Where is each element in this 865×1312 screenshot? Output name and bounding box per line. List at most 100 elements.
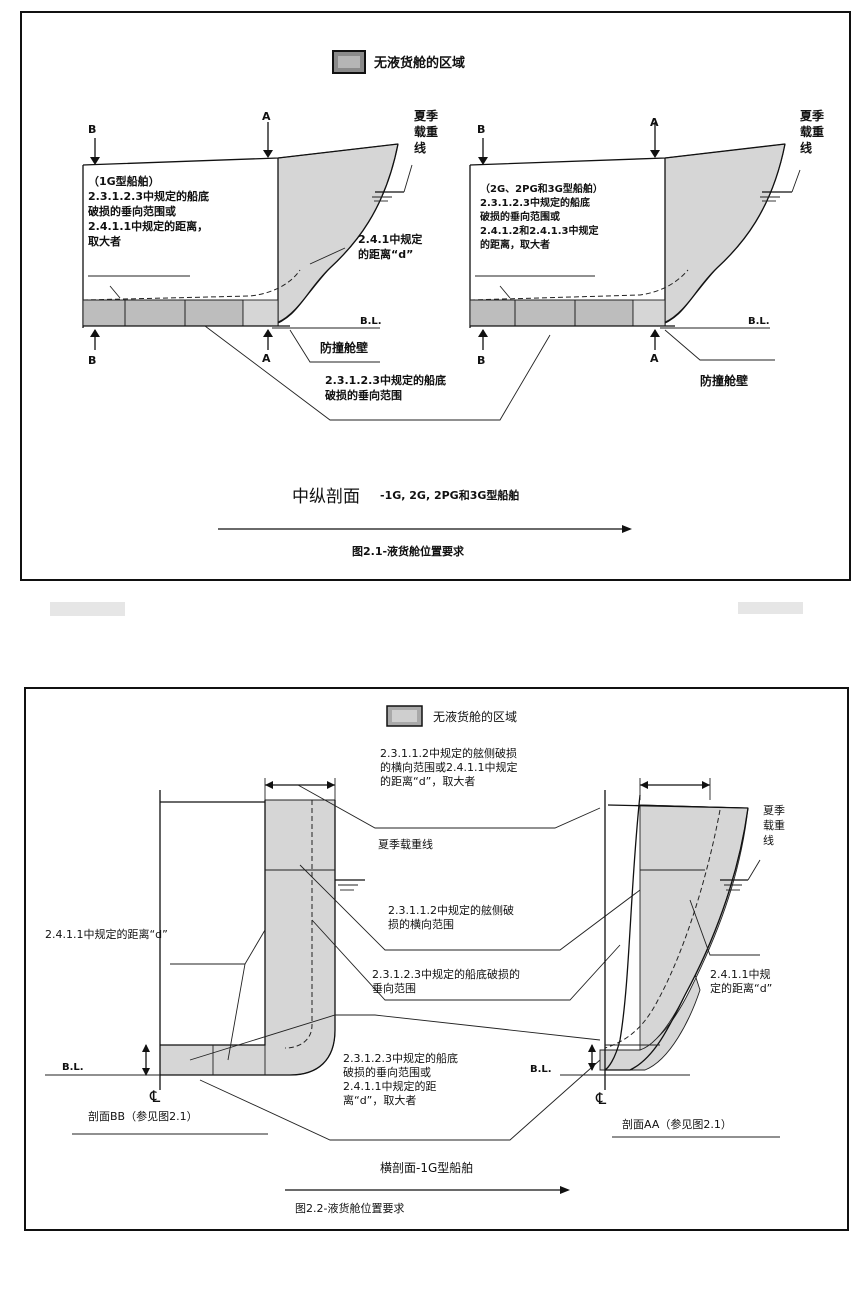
arrowhead [478,157,488,165]
text-line: （2G、2PG和3G型船舶） [480,182,603,195]
shaded-side-tank [159,799,336,1076]
text-line: 定的距离“d” [710,981,772,995]
text-line: 2.3.1.2.3中规定的船底破损的 [372,967,520,981]
text-line: 载重 [763,818,785,832]
db-tank [574,299,634,327]
inner-line [604,794,641,1071]
summer-load-line-label: 夏季载重线 [763,804,785,847]
db-tank [469,299,516,327]
section-aa: B.L. [530,778,761,1090]
arrowhead [650,150,660,158]
text-line: 线 [414,140,426,155]
leader-line [664,329,775,361]
collision-bulkhead-label: 防撞舱壁 [700,373,748,388]
text-line: 离“d”，取大者 [343,1093,416,1107]
leader-line [403,164,413,193]
section-a-label: A [650,352,659,365]
db-top-dashed [82,269,301,301]
section-bb: B.L. [45,778,681,1141]
arrowhead [263,150,273,158]
section-a-label: A [262,110,271,123]
side-damage-top-note: 2.3.1.1.2中规定的舷侧破损的横向范围或2.4.1.1中规定的距离“d”，… [380,746,517,788]
arrowhead [650,329,660,337]
cross-section-title: 横剖面-1G型船舶 [380,1160,473,1175]
db-tank [124,299,186,327]
arrowhead [90,329,100,337]
figure-2-2-frame [24,687,849,1231]
figure-caption: 图2.2-液货舱位置要求 [295,1201,404,1215]
text-line: 2.4.1.2和2.4.1.3中规定 [480,224,598,237]
leader-line [204,325,551,421]
section-subtitle: -1G, 2G, 2PG和3G型船舶 [380,488,519,502]
baseline-label: B.L. [748,316,770,327]
arrowhead [702,781,710,789]
db-tank [82,299,126,327]
summer-load-line-label: 夏季载重线 [378,837,433,851]
summer-load-line-label: 夏季载重线 [800,108,825,155]
db-tank [184,299,244,327]
text-line: 2.3.1.2.3中规定的船底 [325,373,446,387]
figure-2-2: 无液货舱的区域 B.L. [24,687,849,1231]
text-line: 取大者 [88,234,121,248]
text-line: 的距离“d”，取大者 [380,774,475,788]
text-line: 2.4.1.1中规定的距 [343,1079,436,1093]
leader-line [689,899,760,956]
arrowhead [142,1068,150,1076]
section-b-label: B [477,123,485,136]
summer-load-line-label: 夏季载重线 [414,108,439,155]
arrowhead [588,1063,596,1071]
text-line: 破损的垂向范围或 [480,210,560,223]
text-line: 载重 [800,124,824,139]
collision-bulkhead-label: 防撞舱壁 [320,340,368,355]
leader-line [747,859,761,881]
figure-2-1: 无液货舱的区域 B.L. [20,11,851,581]
text-line: 2.4.1中规定 [358,232,422,246]
leader-line [289,329,380,363]
ship-profile-left: B.L. [82,122,551,421]
arrowhead [263,329,273,337]
text-line: 破损的垂向范围或 [88,204,176,218]
legend-swatch-inner [392,710,417,722]
db-tank [242,299,279,327]
text-line: 2.3.1.2.3中规定的船底 [343,1051,458,1065]
text-line: 2.4.1.1中规 [710,967,770,981]
dashed-line [604,809,721,1049]
section-b-label: B [477,354,485,367]
figure-caption: 图2.1-液货舱位置要求 [352,544,465,558]
leader-line [199,1059,601,1141]
arrowhead [90,157,100,165]
ship-profile-right: B.L. [469,122,801,361]
leader-line [311,919,621,1001]
baseline-label: B.L. [360,316,382,327]
section-title: 中纵剖面 [292,487,360,507]
shaded-forepeak [639,804,749,1051]
distance-d-note: 2.4.1中规定的距离“d” [358,232,422,261]
baseline-label: B.L. [62,1062,84,1073]
text-line: （1G型船舶） [88,174,160,188]
section-b-label: B [88,354,96,367]
outer-hull-line [160,800,336,1076]
bow-line [656,143,786,327]
arrowhead [327,781,335,789]
text-line: 破损的垂向范围 [325,388,402,402]
db-tank [632,299,666,327]
dashed-line [284,800,313,1049]
text-line: 破损的垂向范围或 [343,1065,431,1079]
arrowhead [142,1044,150,1052]
side-damage-mid-note: 2.3.1.1.2中规定的舷侧破损的横向范围 [388,903,514,931]
text-line: 载重 [414,124,438,139]
bottom-damage-mid-note: 2.3.1.2.3中规定的船底破损的垂向范围 [372,967,520,995]
section-bb-label: 剖面BB（参见图2.1） [88,1109,198,1123]
text-line: 2.3.1.1.2中规定的舷侧破 [388,903,514,917]
text-line: 垂向范围 [372,981,416,995]
text-line: 线 [800,140,812,155]
db-top-dashed [469,269,689,301]
text-line: 2.4.1.1中规定的距离， [88,219,208,233]
legend-label: 无液货舱的区域 [373,55,465,71]
arrowhead [640,781,648,789]
scan-artifact [738,602,803,614]
legend-label: 无液货舱的区域 [433,709,517,724]
arrowhead [622,525,632,533]
text-line: 的距离“d” [358,247,413,261]
